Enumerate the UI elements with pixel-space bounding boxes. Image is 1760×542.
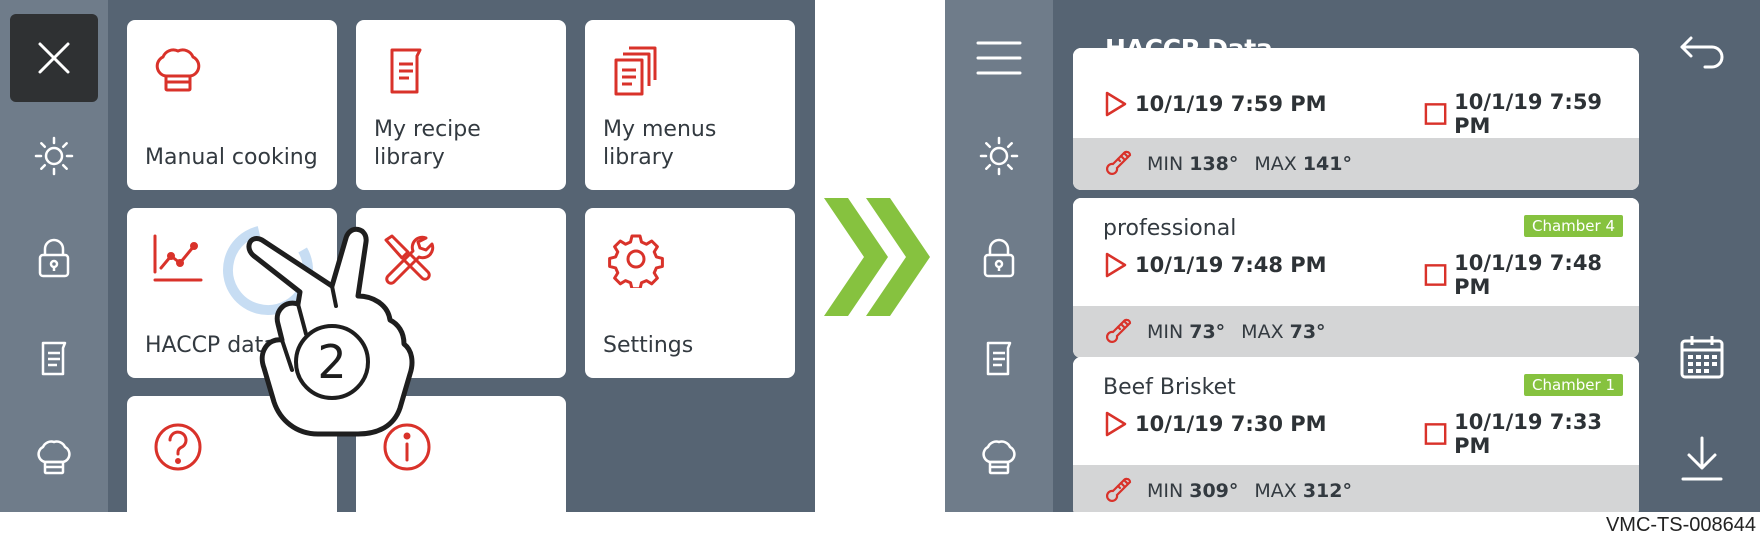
thermometer-icon — [1106, 477, 1132, 502]
download-button[interactable] — [1667, 424, 1737, 494]
back-button[interactable] — [1667, 18, 1737, 88]
chef-hat-icon — [982, 440, 1016, 475]
stop-icon — [1424, 264, 1447, 286]
tile-label: HACCP data — [145, 333, 277, 358]
chamber-badge: Chamber 4 — [1523, 215, 1623, 237]
download-icon — [1681, 436, 1723, 481]
step-number: 2 — [317, 335, 346, 389]
temperature-range: MIN 309° MAX 312° — [1073, 465, 1639, 512]
calendar-button[interactable] — [1667, 322, 1737, 392]
recipe-icon — [986, 341, 1012, 376]
document-id: VMC-TS-008644 — [1605, 514, 1756, 536]
tile-my-menus-library[interactable]: My menus library — [585, 20, 795, 190]
transition-arrow-icon — [824, 198, 930, 316]
gear-icon — [608, 234, 664, 288]
menu-icon — [976, 41, 1022, 75]
brightness-icon — [34, 136, 74, 176]
brightness-icon — [979, 136, 1019, 176]
haccp-data-screen: HACCP Data 10/1/19 7:59 PM — [945, 0, 1760, 512]
program-name: Beef Brisket — [1103, 375, 1236, 400]
close-button[interactable] — [10, 14, 98, 102]
tile-my-recipe-library[interactable]: My recipe library — [356, 20, 566, 190]
chef-hat-icon — [37, 440, 71, 475]
menus-library-icon — [614, 46, 657, 96]
tap-gesture-hand-icon: 2 — [246, 226, 415, 437]
left-sidebar — [0, 0, 108, 512]
close-icon — [38, 42, 70, 74]
manual-cooking-button[interactable] — [10, 414, 98, 502]
temperature-range: MIN 73° MAX 73° — [1073, 306, 1639, 358]
manual-cooking-button[interactable] — [955, 414, 1043, 502]
chamber-badge: Chamber 1 — [1523, 374, 1623, 396]
haccp-record[interactable]: professional Chamber 4 10/1/19 7:48 PM 1… — [1073, 198, 1639, 358]
brightness-button[interactable] — [10, 112, 98, 200]
temperature-range: MIN 138° MAX 141° — [1073, 138, 1639, 190]
lock-button[interactable] — [10, 214, 98, 302]
recipe-button[interactable] — [955, 314, 1043, 402]
left-sidebar — [945, 0, 1053, 512]
info-icon — [383, 423, 431, 471]
tile-label: Settings — [603, 333, 694, 358]
thermometer-icon — [1106, 318, 1132, 343]
start-time: 10/1/19 7:30 PM — [1103, 410, 1327, 438]
tile-label: Manual cooking — [145, 145, 318, 170]
program-name: professional — [1103, 216, 1237, 241]
lock-icon — [38, 238, 70, 278]
play-icon — [1105, 252, 1127, 278]
start-time: 10/1/19 7:48 PM — [1103, 251, 1327, 279]
tile-label: My menus library — [603, 117, 717, 170]
haccp-record[interactable]: 10/1/19 7:59 PM 10/1/19 7:59 PM MIN 138°… — [1073, 48, 1639, 190]
end-time: 10/1/19 7:59 PM — [1423, 90, 1639, 138]
lock-icon — [983, 238, 1015, 278]
tile-settings[interactable]: Settings — [585, 208, 795, 378]
tile-manual-cooking[interactable]: Manual cooking — [127, 20, 337, 190]
help-icon — [154, 423, 202, 471]
end-time: 10/1/19 7:48 PM — [1423, 251, 1639, 299]
stop-icon — [1424, 423, 1447, 445]
brightness-button[interactable] — [955, 112, 1043, 200]
calendar-icon — [1680, 336, 1724, 379]
recipe-book-icon — [390, 48, 422, 94]
start-time: 10/1/19 7:59 PM — [1103, 90, 1327, 118]
haccp-record[interactable]: Beef Brisket Chamber 1 10/1/19 7:30 PM 1… — [1073, 357, 1639, 512]
menu-button[interactable] — [955, 14, 1043, 102]
tools-icon — [384, 234, 435, 285]
chef-hat-icon — [155, 48, 201, 92]
tile-label: My recipe library — [374, 117, 481, 170]
lock-button[interactable] — [955, 214, 1043, 302]
chart-icon — [153, 234, 203, 282]
thermometer-icon — [1106, 150, 1132, 175]
play-icon — [1105, 91, 1127, 117]
main-menu-screen: Manual cooking My recipe library My menu… — [0, 0, 815, 512]
back-icon — [1680, 36, 1724, 69]
recipe-button[interactable] — [10, 314, 98, 402]
end-time: 10/1/19 7:33 PM — [1423, 410, 1639, 458]
recipe-icon — [41, 341, 67, 376]
stop-icon — [1424, 103, 1447, 125]
play-icon — [1105, 411, 1127, 437]
